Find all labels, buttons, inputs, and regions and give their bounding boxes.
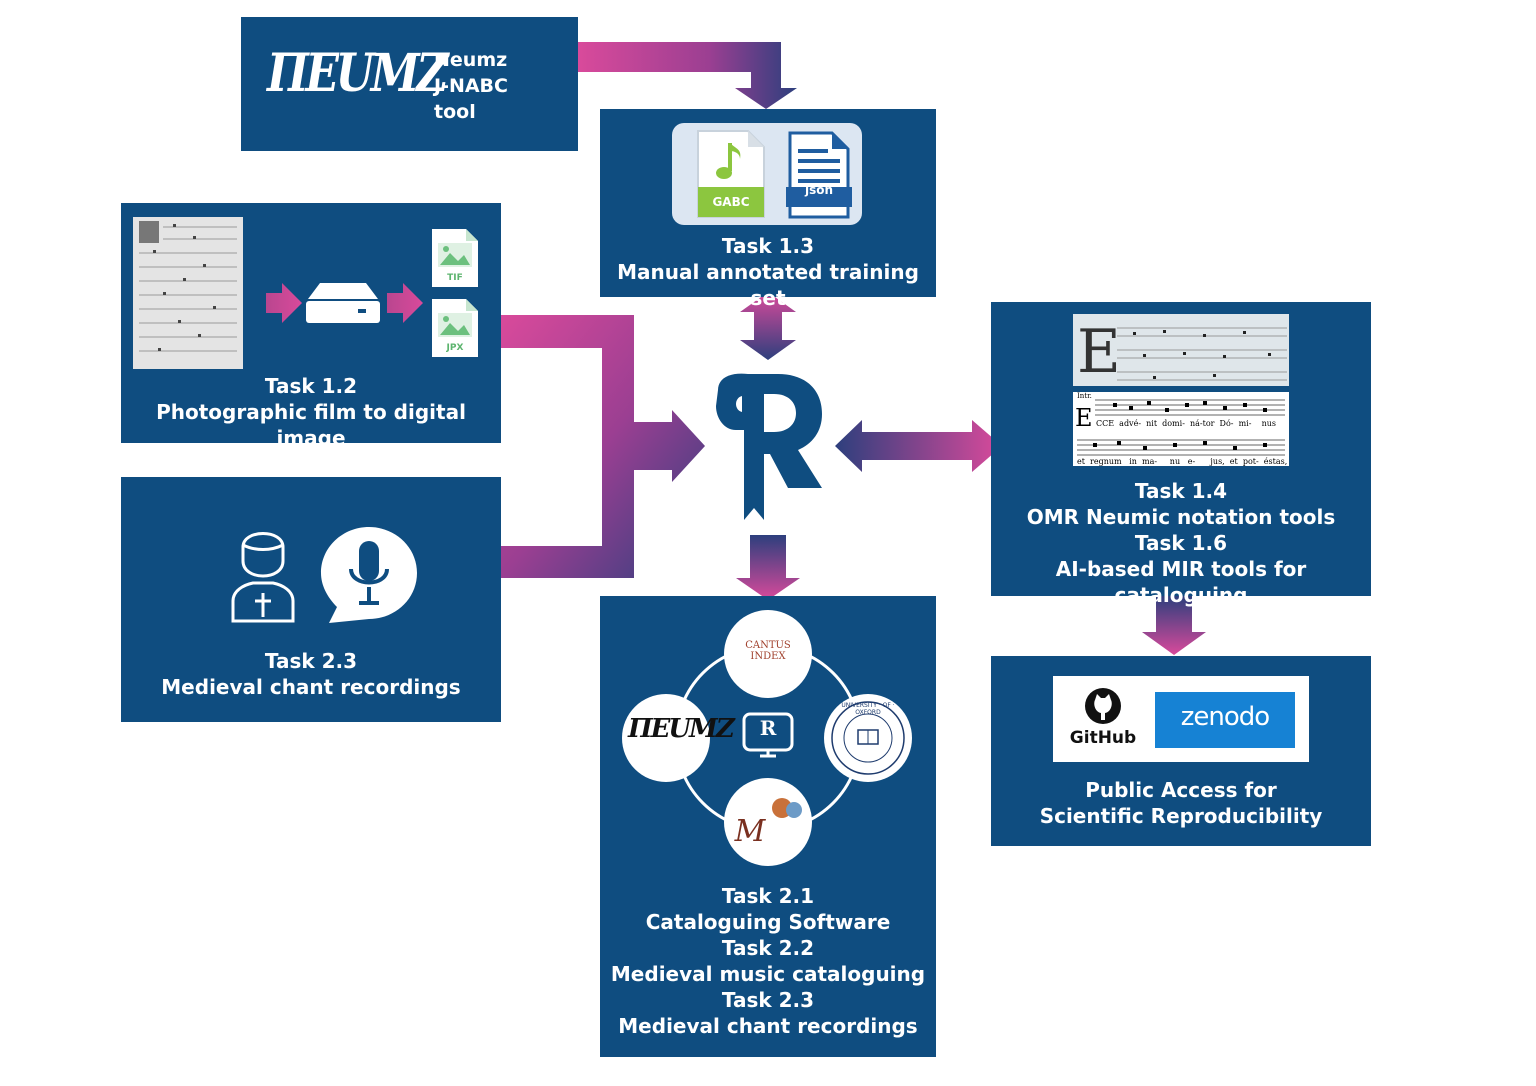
neumz-logo: ΠEUMZ: [267, 43, 449, 104]
omr-intro-label: Intr.: [1077, 392, 1092, 400]
arrow-r-to-cataloguing: [736, 535, 800, 600]
training-task-number: Task 1.3: [721, 234, 815, 258]
zenodo-logo-bg: [1155, 692, 1295, 748]
training-task-title: Manual annotated training set: [617, 260, 919, 310]
zenodo-label: zenodo: [1180, 702, 1270, 732]
gabc-label: GABC: [712, 195, 750, 209]
mir-task-title: AI-based MIR tools for cataloguing: [1055, 557, 1307, 607]
svg-text:E: E: [1077, 317, 1121, 386]
scanner-icon: [306, 283, 380, 323]
github-icon: [1085, 688, 1121, 724]
omr-task-title: OMR Neumic notation tools: [1026, 505, 1336, 529]
jpx-file-icon: [432, 299, 478, 357]
manuscript-image: [133, 217, 243, 369]
partners-ring: [622, 610, 912, 866]
neumz-title: Neumz: [434, 49, 508, 71]
cataloguing-task-title-3: Medieval chant recordings: [618, 1014, 918, 1038]
recordings-box: Task 2.3 Medieval chant recordings: [121, 477, 501, 722]
monitor-r-icon: R: [759, 716, 777, 740]
cataloguing-task-title-1: Cataloguing Software: [645, 910, 891, 934]
github-label: GitHub: [1069, 728, 1137, 748]
omr-lyrics-line1: CCE advé- nit domi- ná-tor Dó- mi- nus: [1096, 419, 1276, 428]
gabc-file-icon: [697, 130, 765, 218]
cataloguing-task-title-2: Medieval music cataloguing: [610, 962, 926, 986]
r-logo: [716, 373, 822, 520]
omr-manuscript-scan: E: [1073, 314, 1289, 386]
cantus-index-logo: CANTUS INDEX: [745, 640, 791, 662]
m-logo: M: [734, 814, 766, 849]
arrow-to-scanner: [266, 283, 302, 323]
digitization-box: TIF JPX Task 1.2 Photographic film to di…: [121, 203, 501, 450]
tif-file-icon: [432, 229, 478, 287]
neumz-tool-box: ΠEUMZ Neumz J-NABC tool: [241, 17, 578, 151]
cataloguing-task-number-1: Task 2.1: [721, 884, 815, 908]
svg-text:E: E: [1075, 404, 1093, 432]
cataloguing-task-number-3: Task 2.3: [721, 988, 815, 1012]
cataloguing-box: CANTUS INDEX ΠEUMZ R UNIVERSITY · OF · O…: [600, 596, 936, 1057]
training-set-box: GABC json Task 1.3 Manual annotated trai…: [600, 109, 936, 310]
json-file-icon: [786, 131, 852, 219]
oxford-seal-logo: UNIVERSITY · OF · OXFORD: [841, 702, 895, 716]
monk-icon: [231, 532, 295, 623]
omr-modern-notation: E: [1073, 392, 1289, 466]
public-access-subtitle: Scientific Reproducibility: [1039, 804, 1323, 828]
arrow-to-files: [387, 283, 423, 323]
tif-label: TIF: [447, 273, 463, 283]
digitize-task-number: Task 1.2: [264, 374, 358, 398]
arrow-merge-to-r: [501, 315, 705, 578]
neumz-format: J-NABC: [434, 75, 508, 97]
cataloguing-task-number-2: Task 2.2: [721, 936, 815, 960]
arrow-training-r: [740, 292, 796, 360]
neumz-tool-label: tool: [434, 101, 476, 123]
public-access-title: Public Access for: [1085, 778, 1277, 802]
json-label: json: [804, 183, 834, 197]
jpx-label: JPX: [446, 343, 464, 353]
digitize-task-title: Photographic film to digital image: [156, 400, 466, 450]
arrow-r-omr: [835, 420, 1002, 472]
recordings-task-number: Task 2.3: [264, 649, 358, 673]
recordings-task-title: Medieval chant recordings: [161, 675, 461, 699]
public-access-box: GitHub zenodo Public Access for Scientif…: [991, 656, 1371, 846]
microphone-speech-icon: [321, 527, 417, 623]
arrow-neumz-to-training: [578, 42, 797, 109]
mir-task-number: Task 1.6: [1134, 531, 1228, 555]
omr-box: E E: [991, 302, 1371, 607]
cataloguing-neumz-logo: ΠEUMZ: [628, 714, 735, 744]
arrow-omr-to-public: [1142, 596, 1206, 655]
omr-task-number: Task 1.4: [1134, 479, 1228, 503]
omr-lyrics-line2: et regnum in ma- nu e- jus, et pot- ésta…: [1077, 457, 1288, 466]
